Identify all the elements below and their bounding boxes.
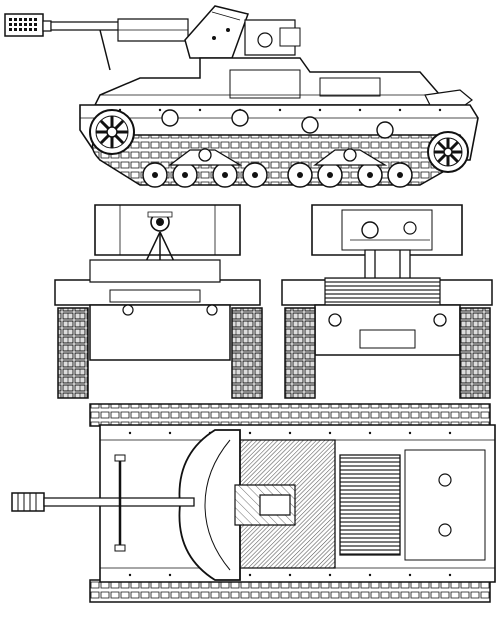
drive-sprocket [90, 110, 134, 154]
gun-barrel [43, 19, 188, 70]
muzzle-brake [5, 14, 43, 36]
front-view-drawing [50, 200, 265, 400]
rear-view [280, 200, 495, 400]
rear-gun-shield [312, 205, 462, 255]
top-gun-shield [179, 430, 295, 580]
top-view-drawing [0, 400, 500, 618]
top-gun-barrel [12, 455, 194, 551]
rear-engine-deck [282, 278, 492, 355]
front-tracks [58, 308, 262, 398]
side-view [0, 0, 500, 200]
return-rollers [162, 110, 393, 138]
road-wheel-hubs [152, 172, 403, 178]
bogie-brackets [170, 149, 385, 165]
superstructure [95, 58, 472, 105]
side-view-drawing [0, 0, 500, 200]
rear-view-drawing [280, 200, 495, 400]
front-hull [55, 260, 260, 360]
top-tracks [90, 404, 490, 602]
idler-wheel [428, 132, 468, 172]
rear-gun-mount [365, 250, 410, 280]
gun-shield [185, 6, 300, 58]
rear-tracks [285, 308, 490, 398]
front-view [50, 200, 265, 400]
top-view [0, 400, 500, 618]
